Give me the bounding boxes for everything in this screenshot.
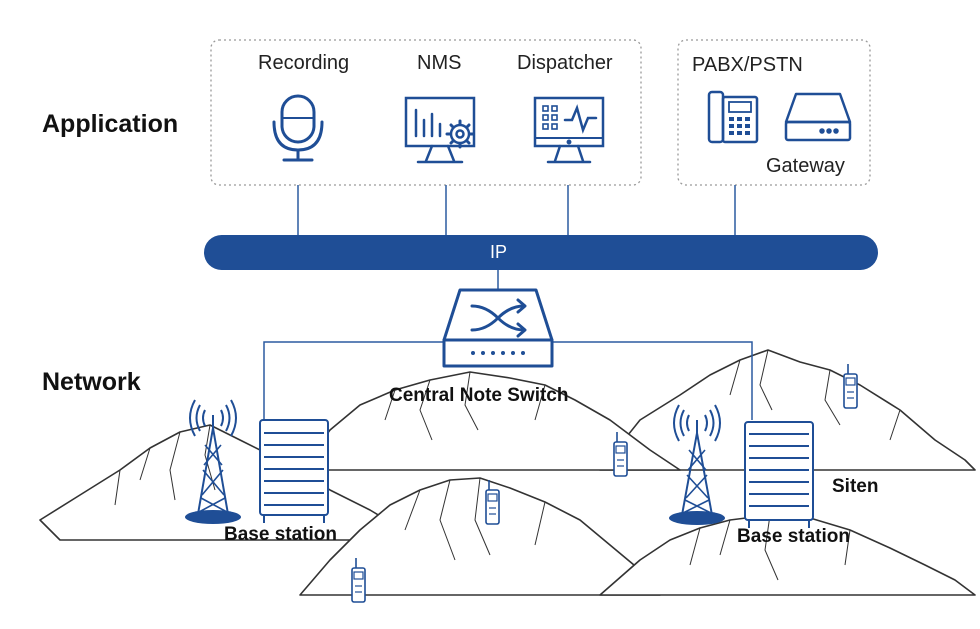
section-label-application: Application (42, 110, 179, 138)
telephone-icon (707, 90, 759, 144)
right-base-station-rack-icon (744, 421, 814, 528)
site-name-label: Siten (832, 476, 879, 497)
right-base-station-label: Base station (737, 526, 850, 547)
recording-label: Recording (258, 52, 350, 74)
network-links (263, 341, 753, 420)
microphone-icon (272, 94, 324, 162)
central-switch-icon (442, 288, 554, 368)
nms-monitor-icon (404, 96, 476, 164)
handheld-radio-icon (485, 480, 500, 525)
central-switch-label: Central Note Switch (389, 385, 569, 406)
mountain-right-back (599, 349, 976, 471)
nms-label: NMS (417, 52, 462, 74)
mountain-hatching (114, 349, 901, 581)
ip-bus (204, 235, 878, 270)
handheld-radio-icon (351, 558, 366, 603)
dispatcher-label: Dispatcher (517, 52, 613, 74)
ip-bus-label: IP (490, 242, 508, 262)
application-frame (210, 39, 642, 186)
right-radio-tower-icon (669, 404, 725, 525)
left-base-station-label: Base station (224, 524, 337, 545)
gateway-label: Gateway (766, 155, 845, 177)
left-radio-tower-icon (185, 399, 241, 524)
handheld-radio-icon (613, 432, 628, 477)
pabx-pstn-label: PABX/PSTN (692, 54, 803, 76)
gateway-icon (784, 92, 852, 142)
section-label-network: Network (42, 368, 141, 396)
bus-connectors (297, 185, 736, 290)
dispatcher-monitor-icon (533, 96, 605, 164)
handheld-radio-icon (843, 364, 858, 409)
left-base-station-rack-icon (259, 419, 329, 523)
mountain-center-back (299, 371, 681, 471)
